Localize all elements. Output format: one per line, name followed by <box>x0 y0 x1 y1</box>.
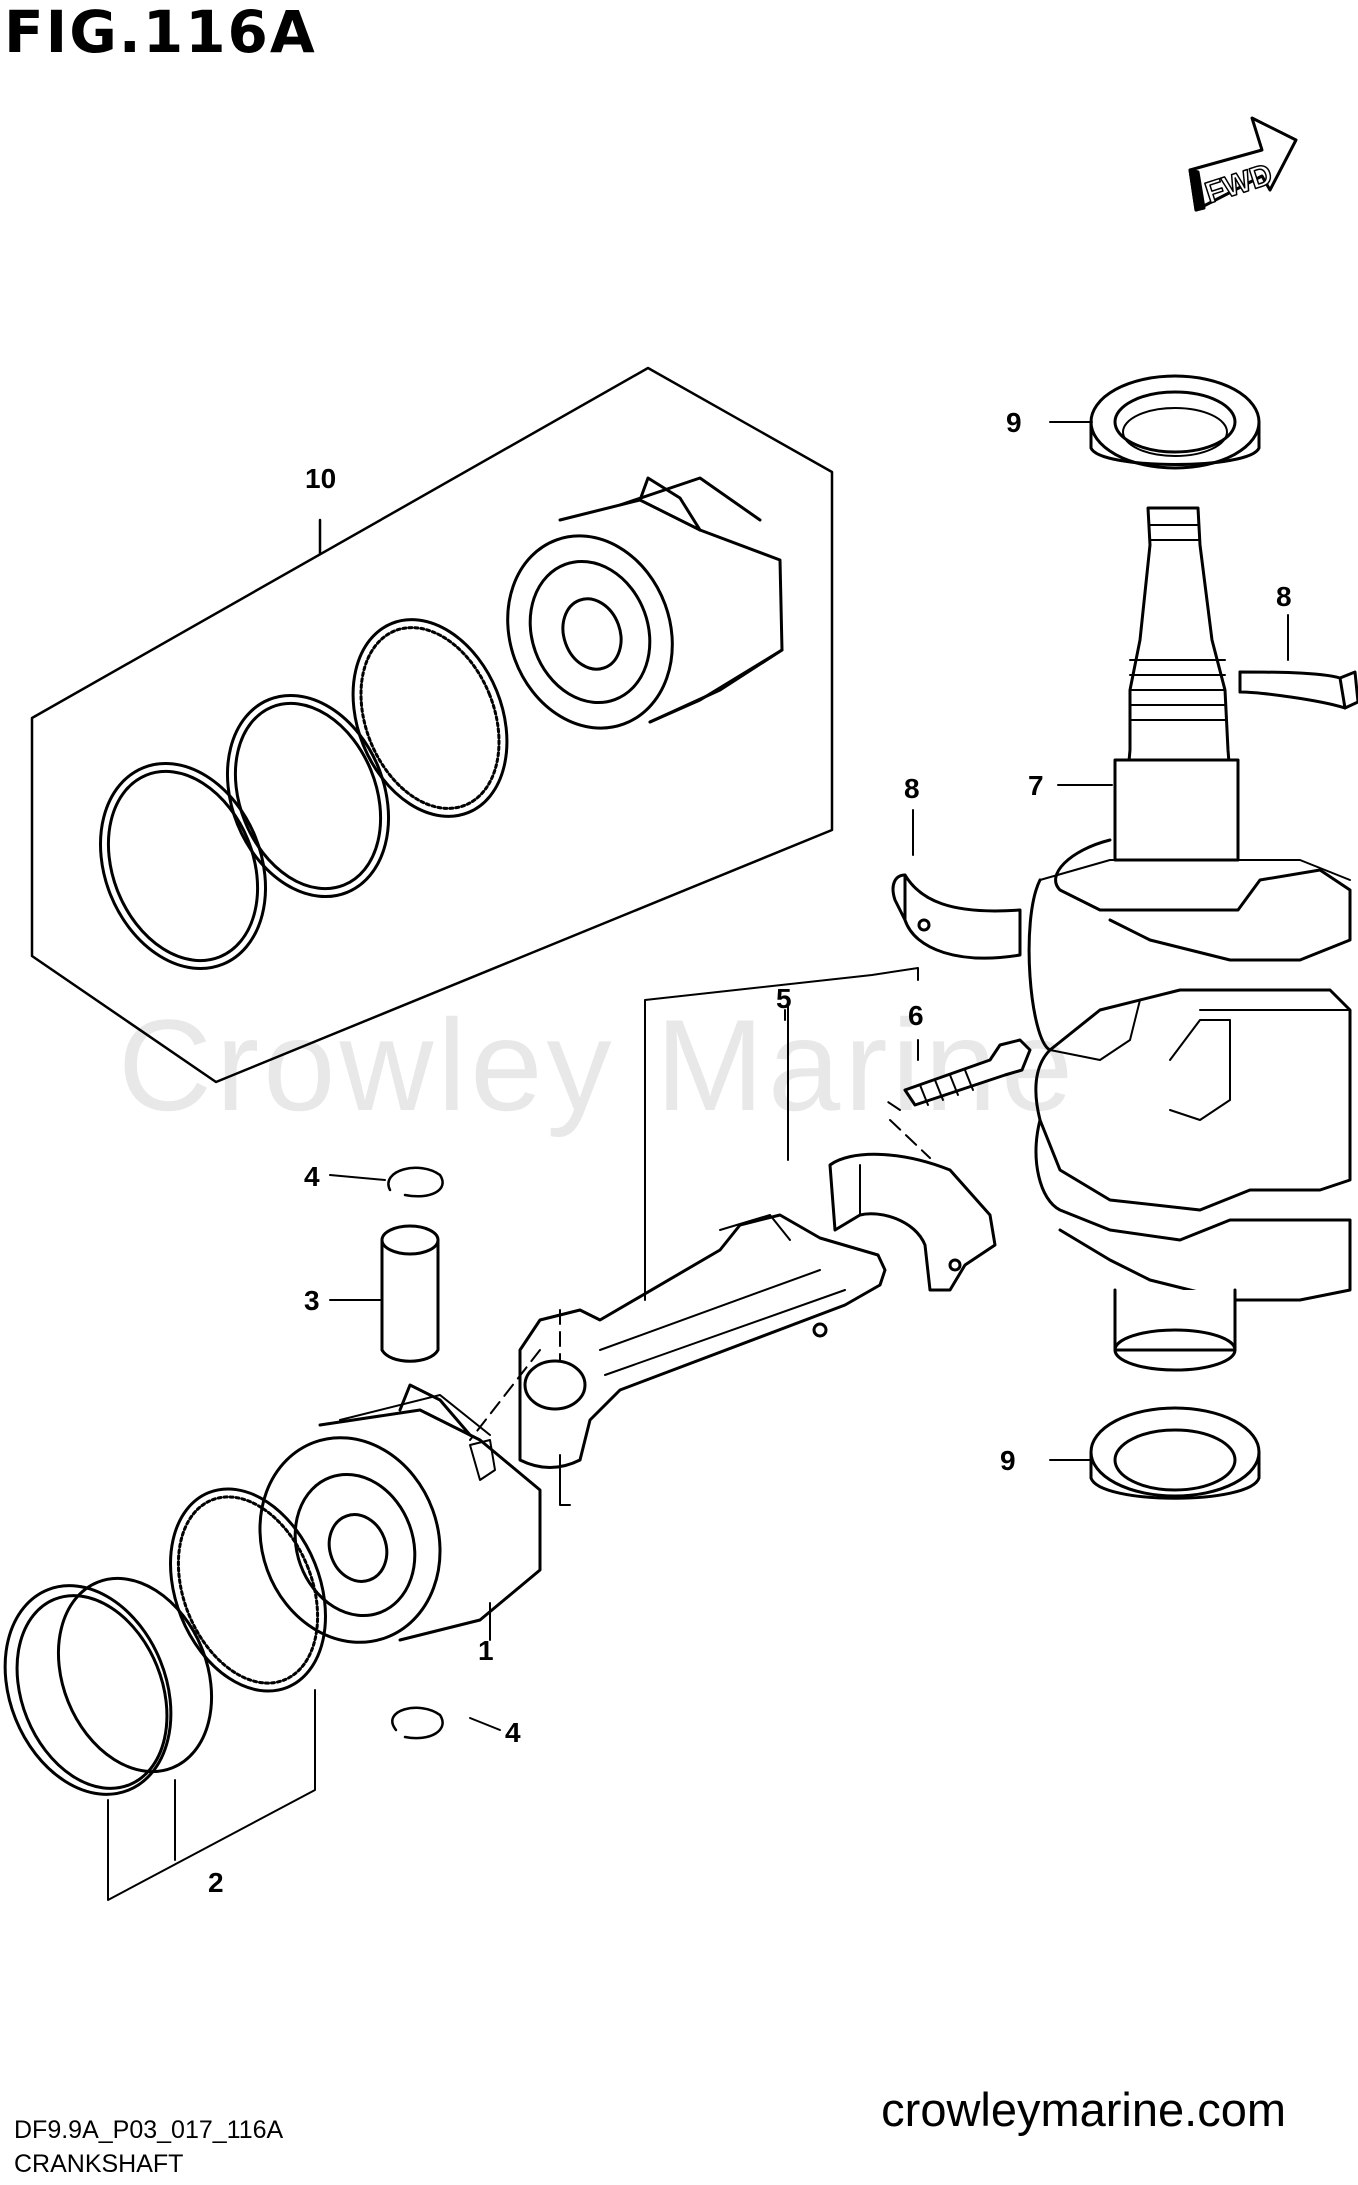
conrod-cap <box>828 1152 997 1292</box>
piston-pin <box>380 1224 440 1363</box>
crankshaft-bearing-lower <box>891 873 1022 960</box>
fwd-arrow-icon: FWD <box>1188 116 1298 212</box>
oil-seal-upper <box>1089 374 1261 470</box>
piston-ring-set <box>3 1487 327 1796</box>
circlip-upper <box>387 1166 444 1198</box>
leader-lines <box>107 421 1289 1901</box>
piston <box>258 1383 542 1644</box>
callout-1: 1 <box>478 1635 494 1666</box>
piston-10 <box>506 476 784 730</box>
crankshaft <box>1027 506 1352 1372</box>
callout-9-lower: 9 <box>1000 1445 1016 1476</box>
figure-title: FIG.116A <box>4 0 317 66</box>
diagram-caption: CRANKSHAFT <box>14 2150 184 2178</box>
pin-guide-line <box>469 1309 561 1441</box>
callout-4-upper: 4 <box>304 1161 320 1192</box>
watermark: Crowley Marine <box>118 992 1078 1138</box>
bolt-guide-line <box>881 1097 931 1159</box>
conrod-bolt <box>903 1038 1032 1107</box>
callout-3: 3 <box>304 1285 320 1316</box>
oil-seal-lower <box>1089 1406 1261 1500</box>
callout-8-upper: 8 <box>1276 581 1292 612</box>
callout-7: 7 <box>1028 770 1044 801</box>
callout-2: 2 <box>208 1867 224 1898</box>
callout-6: 6 <box>908 1000 924 1031</box>
callout-10: 10 <box>305 463 336 494</box>
callout-9-upper: 9 <box>1006 407 1022 438</box>
diagram-code: DF9.9A_P03_017_116A <box>14 2116 284 2144</box>
callout-5: 5 <box>776 983 792 1014</box>
piston-ring-set-10 <box>98 618 509 971</box>
crankshaft-bearing-upper <box>1238 670 1358 710</box>
callout-4-lower: 4 <box>505 1717 521 1748</box>
connecting-rod <box>518 1213 887 1506</box>
circlip-lower <box>391 1706 444 1740</box>
website-link[interactable]: crowleymarine.com <box>881 2083 1286 2136</box>
piston-set-box <box>30 366 834 1084</box>
callout-8-lower: 8 <box>904 773 920 804</box>
